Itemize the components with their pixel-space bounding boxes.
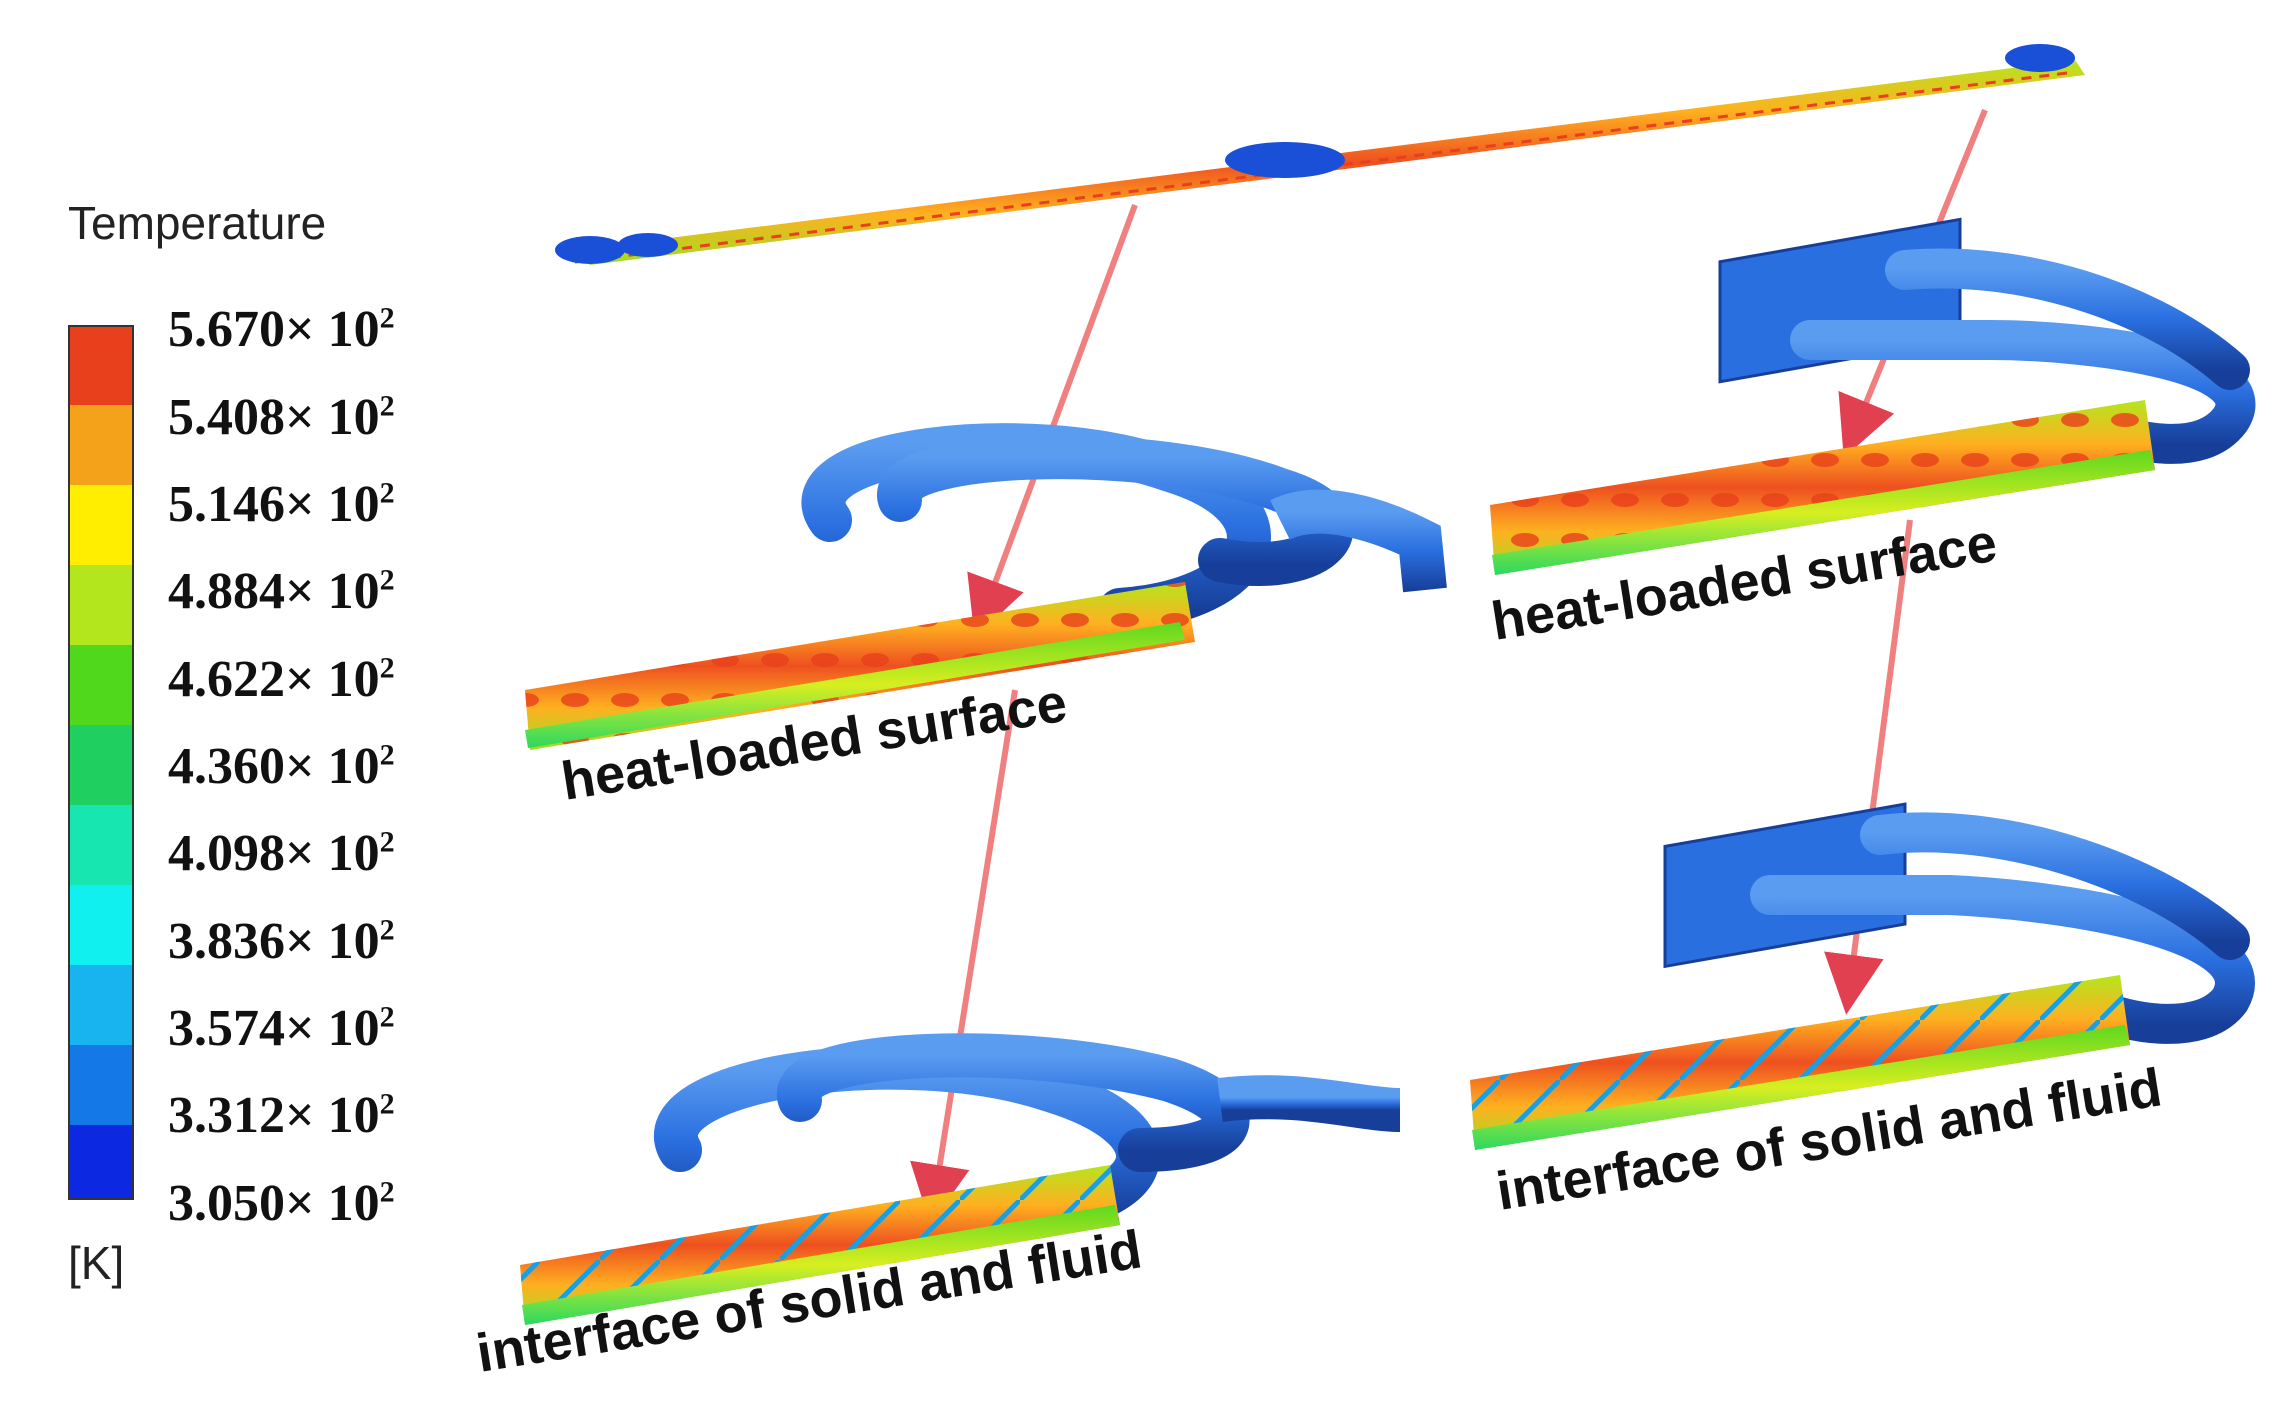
legend-unit: [K] xyxy=(68,1237,125,1289)
tick-label-8: 3.836× 102 xyxy=(168,913,395,970)
tick-label-7: 4.098× 102 xyxy=(168,825,395,882)
color-band-11 xyxy=(68,1125,134,1200)
color-band-4 xyxy=(68,565,134,645)
tick-label-5: 4.622× 102 xyxy=(168,651,395,708)
panel-interface-left xyxy=(520,1033,1401,1325)
color-bar xyxy=(68,325,134,1200)
arrow-3 xyxy=(910,689,1018,1225)
tick-label-3: 5.146× 102 xyxy=(168,476,395,533)
color-band-1 xyxy=(68,325,134,405)
full-tube-overview xyxy=(555,44,2085,265)
panel-heat-left xyxy=(525,423,1447,750)
tick-label-2: 5.408× 102 xyxy=(168,389,395,446)
legend-title: Temperature xyxy=(68,197,327,249)
tick-label-6: 4.360× 102 xyxy=(168,738,395,795)
color-band-2 xyxy=(68,405,134,485)
color-band-8 xyxy=(68,885,134,965)
color-band-10 xyxy=(68,1045,134,1125)
panel-heat-right xyxy=(1490,217,2256,575)
color-band-3 xyxy=(68,485,134,565)
tick-label-11: 3.050× 102 xyxy=(168,1175,395,1232)
tick-label-4: 4.884× 102 xyxy=(168,563,395,620)
panel-interface-right xyxy=(1470,802,2255,1150)
color-band-7 xyxy=(68,805,134,885)
tick-label-10: 3.312× 102 xyxy=(168,1087,395,1144)
arrow-1 xyxy=(967,203,1138,639)
color-band-6 xyxy=(68,725,134,805)
color-band-5 xyxy=(68,645,134,725)
tick-label-9: 3.574× 102 xyxy=(168,1000,395,1057)
tick-label-1: 5.670× 102 xyxy=(168,301,395,358)
color-band-9 xyxy=(68,965,134,1045)
